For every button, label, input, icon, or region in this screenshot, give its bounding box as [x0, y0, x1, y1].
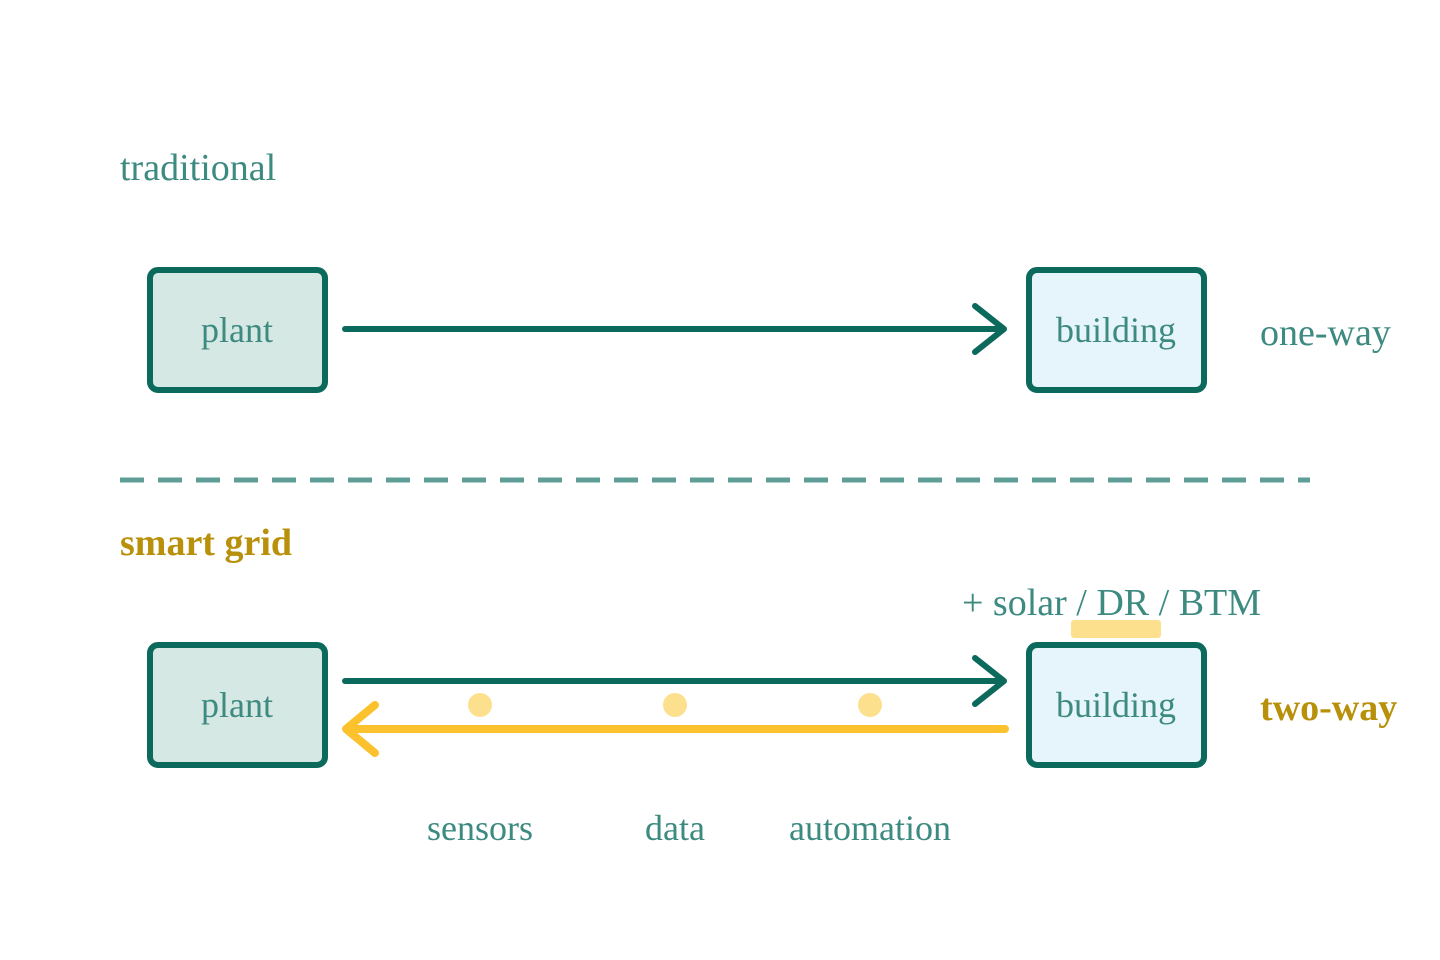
traditional-building-node: building [1026, 267, 1207, 393]
additions-highlight-bar [1071, 620, 1161, 638]
arrow-left-icon [342, 701, 379, 757]
sensors-dot [468, 693, 492, 717]
smart-plant-node: plant [147, 642, 328, 768]
smart-plant-label: plant [201, 685, 273, 725]
traditional-plant-node: plant [147, 267, 328, 393]
smart-return-arrow [342, 701, 1009, 757]
two-way-label: two-way [1260, 687, 1397, 729]
arrow-right-icon [972, 655, 1007, 707]
data-dot [663, 693, 687, 717]
smart-building-label: building [1056, 685, 1176, 725]
traditional-one-way-arrow [342, 303, 1007, 355]
automation-dot [858, 693, 882, 717]
traditional-heading: traditional [120, 147, 276, 189]
enabler-label-sensors: sensors [427, 808, 533, 848]
smart-building-node: building [1026, 642, 1207, 768]
one-way-label: one-way [1260, 312, 1391, 354]
traditional-building-label: building [1056, 310, 1176, 350]
additions-label: + solar / DR / BTM [962, 582, 1261, 624]
traditional-plant-label: plant [201, 310, 273, 350]
arrow-right-icon [972, 303, 1007, 355]
smart-grid-heading: smart grid [120, 522, 292, 564]
enabler-label-automation: automation [789, 808, 951, 848]
enabler-label-data: data [645, 808, 705, 848]
smart-forward-arrow [342, 655, 1007, 707]
